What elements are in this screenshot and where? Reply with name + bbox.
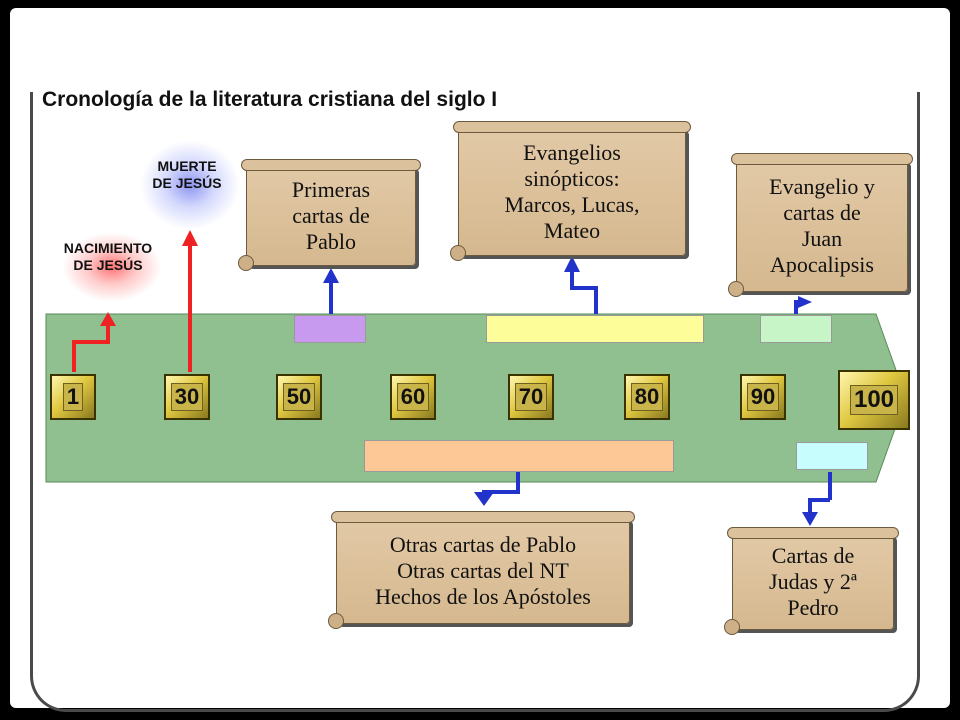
blue-arrowhead-pablo — [323, 268, 339, 283]
blue-arrow-judas-turn — [808, 498, 830, 514]
bar-primeras-cartas — [294, 315, 366, 343]
blue-arrowhead-sinopticos — [564, 256, 580, 272]
year-marker-70: 70 — [508, 374, 554, 420]
year-label: 1 — [62, 383, 84, 411]
red-arrow-nacimiento — [72, 322, 110, 372]
year-marker-1: 1 — [50, 374, 96, 420]
year-marker-50: 50 — [276, 374, 322, 420]
timeline-band — [45, 313, 907, 483]
bar-judas-pedro — [796, 442, 868, 470]
year-marker-100: 100 — [838, 370, 910, 430]
year-label: 50 — [282, 383, 316, 411]
year-label: 70 — [514, 383, 548, 411]
year-label: 80 — [630, 383, 664, 411]
content-frame — [30, 92, 920, 712]
page-title: Cronología de la literatura cristiana de… — [42, 88, 498, 111]
year-label: 60 — [396, 383, 430, 411]
bar-otras-cartas — [364, 440, 674, 472]
bar-juan — [760, 315, 832, 343]
muerte-glow — [140, 140, 240, 230]
scroll-evangelios-sinopticos: Evangelios sinópticos: Marcos, Lucas, Ma… — [450, 121, 691, 261]
scroll-judas-pedro: Cartas de Judas y 2ª Pedro — [724, 527, 899, 635]
year-label: 100 — [849, 385, 899, 415]
blue-arrowhead-judas — [802, 512, 818, 526]
year-label: 30 — [170, 383, 204, 411]
red-arrowhead-nacimiento — [100, 312, 116, 326]
year-marker-30: 30 — [164, 374, 210, 420]
blue-arrow-sinopticos — [570, 268, 598, 314]
year-marker-90: 90 — [740, 374, 786, 420]
nacimiento-glow — [62, 232, 162, 302]
red-arrowhead-muerte — [182, 230, 198, 246]
bar-sinopticos — [486, 315, 704, 343]
event-nacimiento-label: NACIMIENTO DE JESÚS — [63, 240, 153, 273]
scroll-evangelio-juan: Evangelio y cartas de Juan Apocalipsis — [728, 153, 913, 297]
year-marker-60: 60 — [390, 374, 436, 420]
year-label: 90 — [746, 383, 780, 411]
event-muerte-label: MUERTE DE JESÚS — [152, 158, 222, 191]
scroll-primeras-cartas: Primeras cartas de Pablo — [238, 159, 421, 271]
year-marker-80: 80 — [624, 374, 670, 420]
scroll-otras-cartas: Otras cartas de Pablo Otras cartas del N… — [328, 511, 635, 629]
blue-arrowhead-otras — [474, 492, 494, 506]
blue-arrowhead-juan — [798, 296, 812, 308]
